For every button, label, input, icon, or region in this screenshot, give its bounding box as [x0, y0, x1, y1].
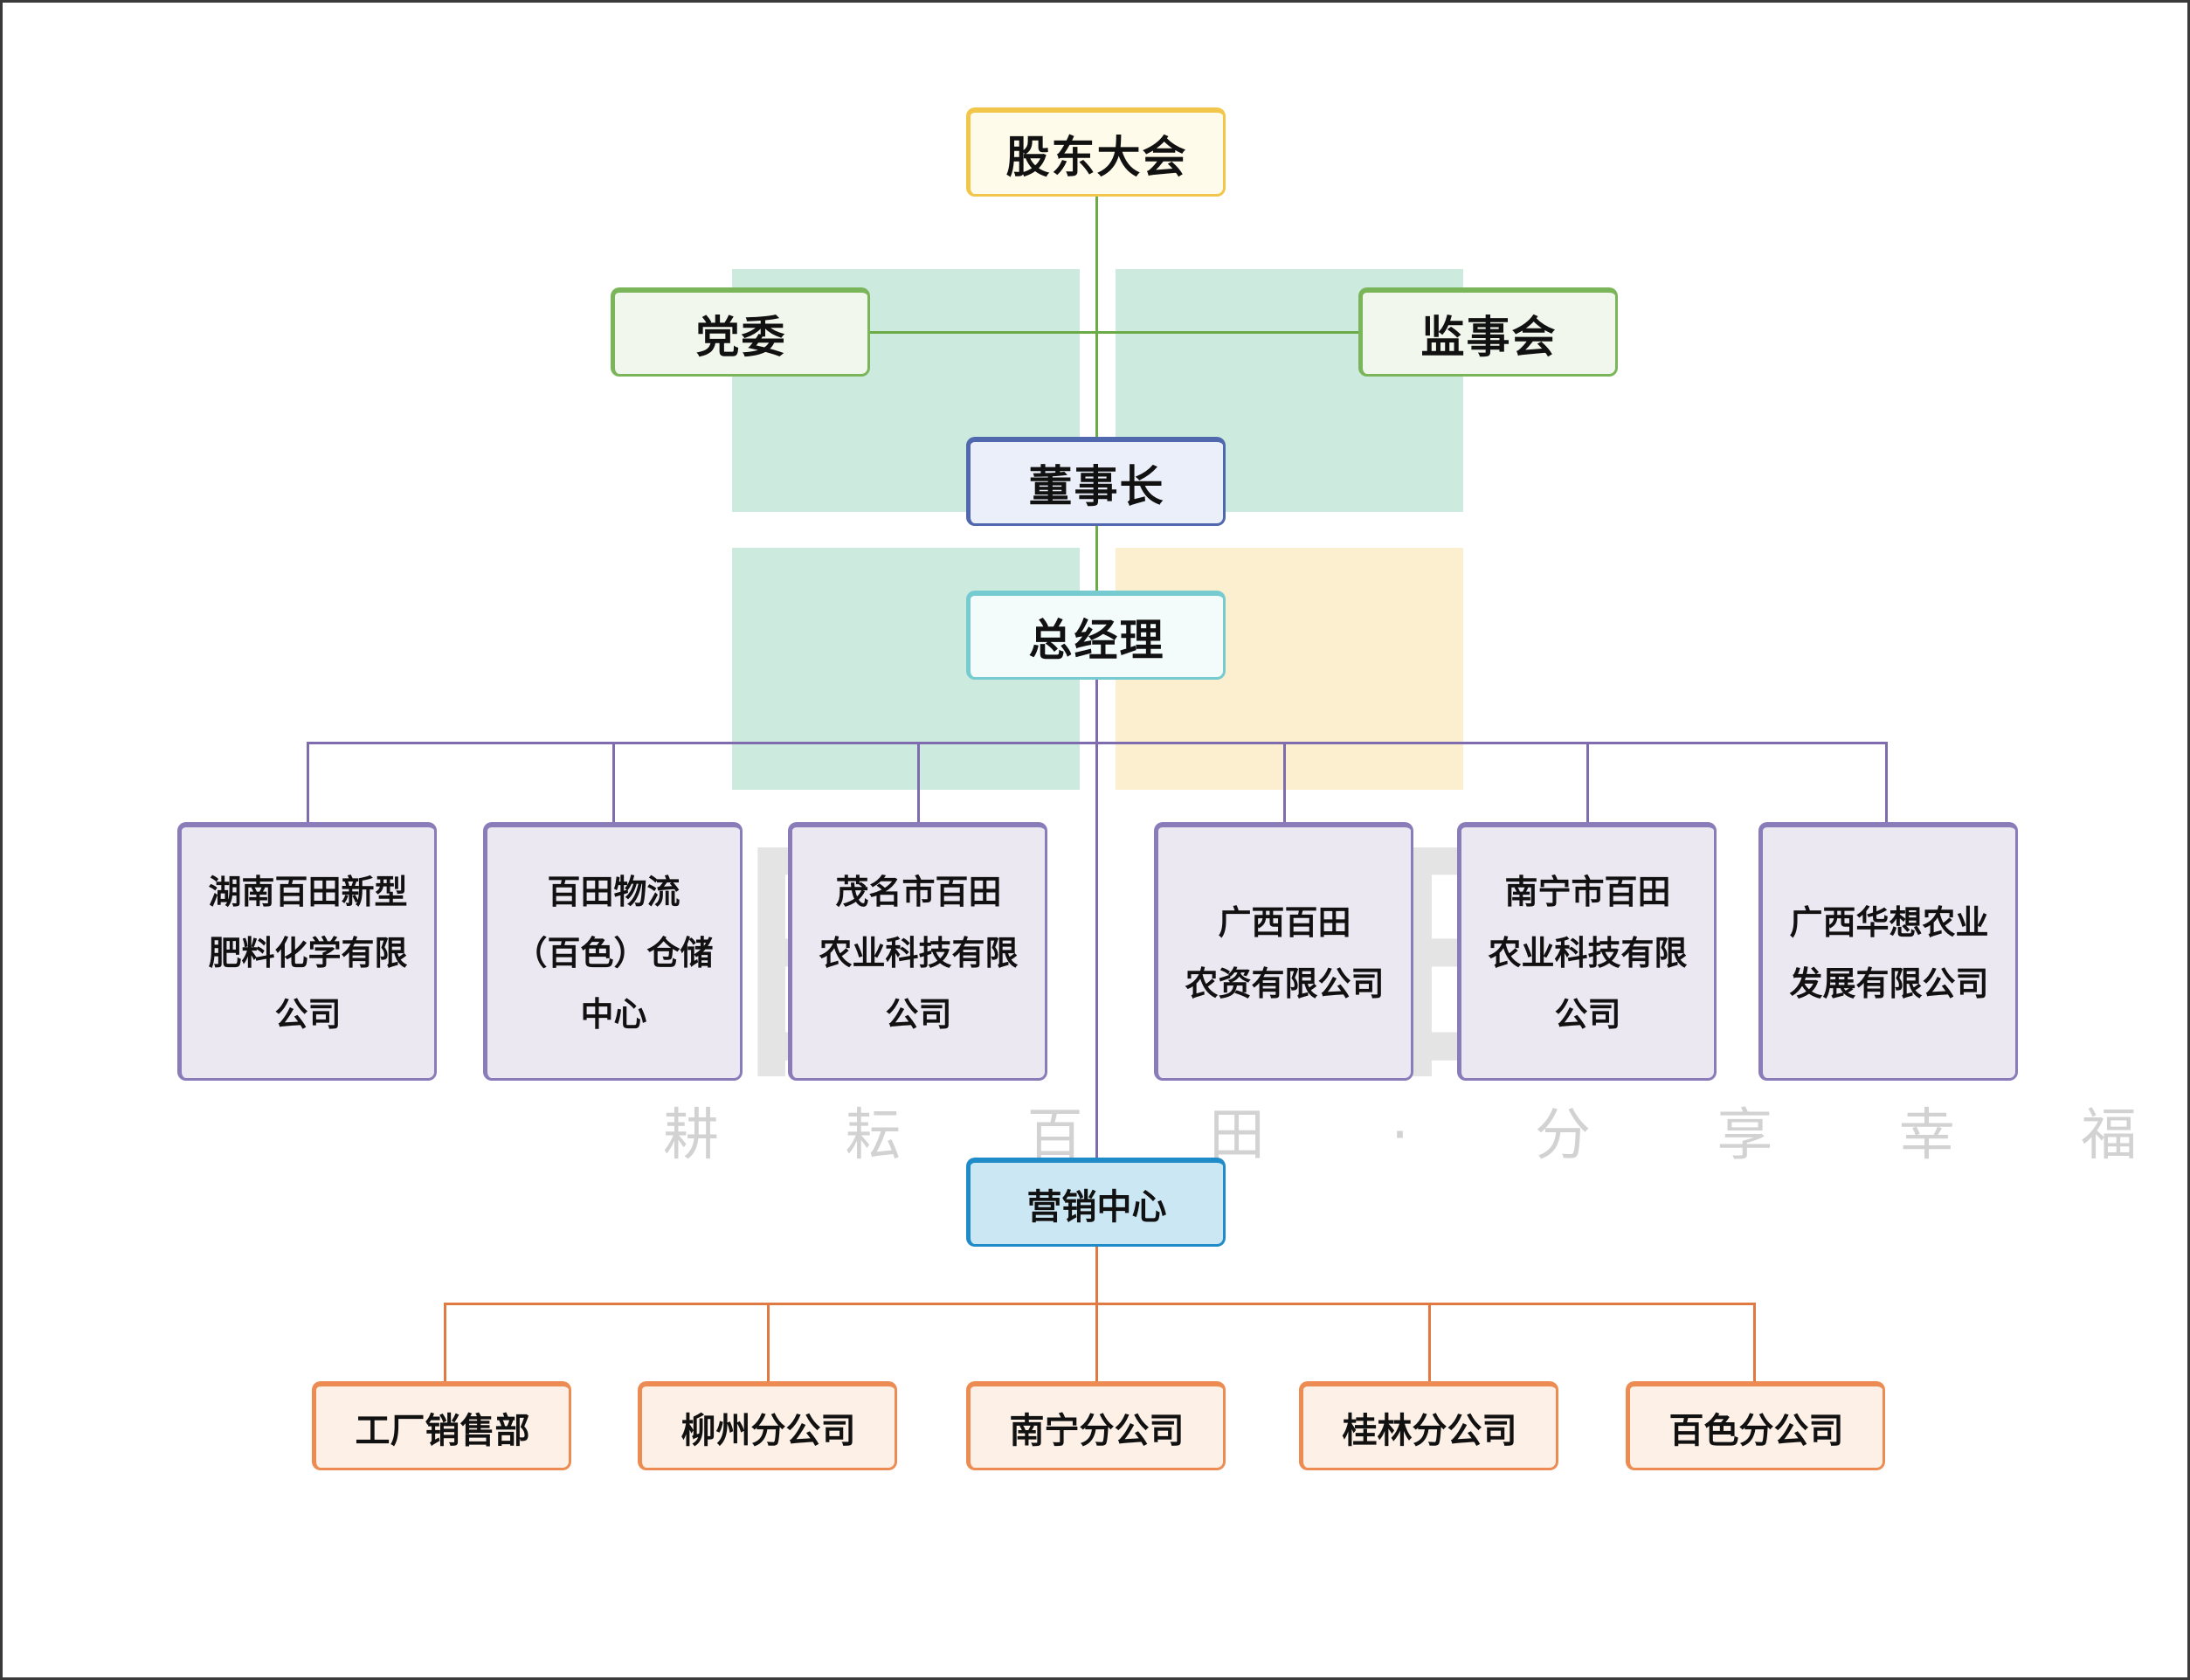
connector-drop-6	[1885, 742, 1888, 824]
subsidiary-line: 广西百田	[1218, 902, 1351, 942]
connector-manager-marketing	[1095, 677, 1098, 1159]
connector-drop-1	[307, 742, 309, 824]
subsidiary-line: 农业科技有限	[819, 933, 1019, 972]
node-supervisory-board: 监事会	[1358, 287, 1618, 377]
node-subsidiary-huaxiang: 广西华想农业 发展有限公司	[1758, 822, 2018, 1081]
subsidiary-line: 湖南百田新型	[208, 872, 408, 911]
connector-branch-drop-5	[1753, 1303, 1756, 1384]
node-subsidiary-maoming: 茂名市百田 农业科技有限 公司	[788, 822, 1047, 1081]
connector-drop-3	[917, 742, 920, 824]
connector-branches-bus	[444, 1303, 1756, 1305]
node-branch-factory-sales: 工厂销售部	[312, 1381, 571, 1470]
subsidiary-line: 公司	[885, 994, 952, 1034]
connector-drop-4	[1283, 742, 1286, 824]
connector-shareholders-chairman	[1095, 195, 1098, 439]
subsidiary-line: 广西华想农业	[1789, 902, 1989, 942]
subsidiary-line: 农业科技有限	[1488, 933, 1688, 972]
subsidiary-line: 发展有限公司	[1789, 964, 1989, 1003]
node-branch-nanning: 南宁分公司	[966, 1381, 1226, 1470]
connector-drop-2	[612, 742, 615, 824]
subsidiary-line: 中心	[580, 994, 647, 1034]
node-branch-baise: 百色分公司	[1626, 1381, 1885, 1470]
subsidiary-line: 茂名市百田	[835, 872, 1002, 911]
connector-drop-5	[1586, 742, 1589, 824]
node-subsidiary-hunan: 湖南百田新型 肥料化学有限 公司	[177, 822, 437, 1081]
connector-branch-drop-1	[444, 1303, 446, 1384]
node-branch-liuzhou: 柳州分公司	[638, 1381, 897, 1470]
connector-subsidiaries-bus	[307, 742, 1888, 744]
subsidiary-line: 百田物流	[547, 872, 680, 911]
node-branch-guilin: 桂林分公司	[1299, 1381, 1558, 1470]
node-party-committee: 党委	[611, 287, 870, 377]
connector-marketing-branches	[1095, 1245, 1098, 1304]
node-subsidiary-logistics: 百田物流 （百色）仓储 中心	[483, 822, 743, 1081]
node-subsidiary-guangxi-agri-supply: 广西百田 农资有限公司	[1154, 822, 1413, 1081]
subsidiary-line: 公司	[1554, 994, 1621, 1034]
node-marketing-center: 营销中心	[966, 1158, 1226, 1247]
subsidiary-line: 肥料化学有限	[208, 933, 408, 972]
node-chairman: 董事长	[966, 437, 1226, 526]
subsidiary-line: （百色）仓储	[514, 933, 714, 972]
connector-chairman-manager	[1095, 523, 1098, 595]
connector-branch-drop-2	[767, 1303, 770, 1384]
connector-branch-drop-4	[1428, 1303, 1431, 1384]
watermark-slogan: 耕 耘 百 田 · 分 享 幸 福	[663, 1103, 2190, 1168]
subsidiary-line: 南宁市百田	[1504, 872, 1671, 911]
node-shareholders-meeting: 股东大会	[966, 107, 1226, 197]
subsidiary-line: 公司	[274, 994, 342, 1034]
connector-branch-drop-3	[1095, 1303, 1098, 1384]
node-subsidiary-nanning: 南宁市百田 农业科技有限 公司	[1457, 822, 1717, 1081]
subsidiary-line: 农资有限公司	[1185, 964, 1385, 1003]
connector-party-supervisory	[869, 331, 1360, 334]
node-general-manager: 总经理	[966, 591, 1226, 680]
